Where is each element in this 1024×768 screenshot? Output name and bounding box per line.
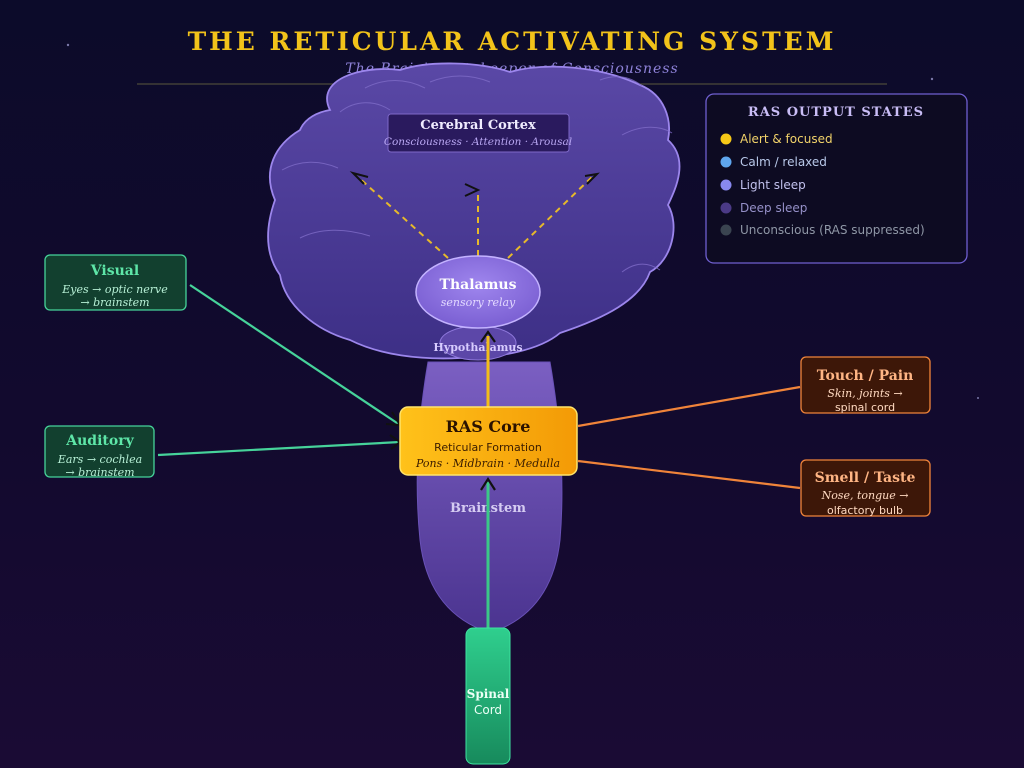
- cortex-projection-arrows: [357, 176, 593, 259]
- visual-line2: → brainstem: [80, 296, 149, 309]
- legend-item: Calm / relaxed: [720, 155, 827, 169]
- touch-title: Touch / Pain: [817, 368, 914, 384]
- legend-item: Deep sleep: [720, 201, 807, 215]
- visual-input-box: Visual Eyes → optic nerve → brainstem: [44, 254, 187, 311]
- page-title: THE RETICULAR ACTIVATING SYSTEM: [188, 27, 837, 56]
- legend-label: Unconscious (RAS suppressed): [740, 223, 925, 237]
- legend-title: RAS OUTPUT STATES: [748, 105, 924, 120]
- brain-folds: [281, 75, 673, 273]
- projection-arrow-right: [507, 176, 593, 259]
- visual-title: Visual: [90, 263, 139, 279]
- projection-arrow-left: [357, 176, 449, 259]
- thalamus-title: Thalamus: [440, 277, 517, 293]
- legend-swatch: [720, 202, 732, 214]
- ras-to-thalamus-arrowhead: [480, 330, 496, 343]
- spinal-line2: Cord: [474, 703, 502, 717]
- arrowhead-left: [349, 171, 369, 185]
- legend-item: Light sleep: [720, 178, 806, 192]
- ras-line1: Reticular Formation: [434, 441, 542, 454]
- legend-label: Calm / relaxed: [740, 155, 827, 169]
- ras-line2: Pons · Midbrain · Medulla: [415, 457, 560, 470]
- background-stars: [66, 43, 979, 399]
- spinal-cord: Spinal Cord: [465, 627, 511, 765]
- arrowhead-right: [584, 172, 600, 185]
- hypothalamus-label: Hypothalamus: [433, 341, 522, 354]
- projection-arrowheads: [349, 171, 600, 197]
- thalamus-subtitle: sensory relay: [441, 296, 516, 309]
- legend-label: Alert & focused: [740, 132, 833, 146]
- legend-swatch: [720, 156, 732, 168]
- arrowhead-center: [464, 183, 481, 197]
- spinal-line1: Spinal: [467, 687, 510, 701]
- cortex-subtitle: Consciousness · Attention · Arousal: [384, 136, 572, 148]
- ras-core-box: RAS Core Reticular Formation Pons · Midb…: [399, 406, 578, 476]
- smell-input-box: Smell / Taste Nose, tongue → olfactory b…: [800, 459, 931, 517]
- touch-connector: [577, 385, 801, 428]
- touch-line2: spinal cord: [835, 401, 895, 414]
- legend-swatch: [720, 179, 732, 191]
- cortex-box: Cerebral Cortex Consciousness · Attentio…: [384, 113, 572, 153]
- legend-panel: RAS OUTPUT STATES Alert & focused Calm /…: [705, 93, 968, 264]
- auditory-input-box: Auditory Ears → cochlea → brainstem: [44, 425, 155, 479]
- ras-title: RAS Core: [446, 417, 531, 436]
- thalamus-shape: [415, 255, 541, 329]
- smell-title: Smell / Taste: [815, 470, 916, 486]
- auditory-line1: Ears → cochlea: [57, 453, 142, 466]
- visual-connector: [189, 284, 401, 426]
- smell-line2: olfactory bulb: [827, 504, 903, 517]
- legend-swatch: [720, 224, 732, 236]
- legend-item: Alert & focused: [720, 132, 833, 146]
- legend-swatch: [720, 133, 732, 145]
- visual-line1: Eyes → optic nerve: [61, 283, 168, 296]
- smell-connector: [577, 459, 801, 490]
- auditory-line2: → brainstem: [65, 466, 134, 479]
- legend-label: Deep sleep: [740, 201, 807, 215]
- spinal-to-ras-arrowhead: [480, 476, 496, 491]
- legend-item: Unconscious (RAS suppressed): [720, 223, 925, 237]
- brainstem-shape: [416, 361, 563, 631]
- brain-shape: [267, 62, 681, 360]
- touch-line1: Skin, joints →: [827, 387, 902, 400]
- input-connectors: [157, 284, 801, 490]
- cortex-title: Cerebral Cortex: [420, 118, 536, 133]
- legend-label: Light sleep: [740, 178, 806, 192]
- smell-line1: Nose, tongue →: [821, 489, 909, 502]
- auditory-title: Auditory: [65, 433, 134, 449]
- auditory-connector: [157, 440, 401, 457]
- touch-input-box: Touch / Pain Skin, joints → spinal cord: [800, 356, 931, 414]
